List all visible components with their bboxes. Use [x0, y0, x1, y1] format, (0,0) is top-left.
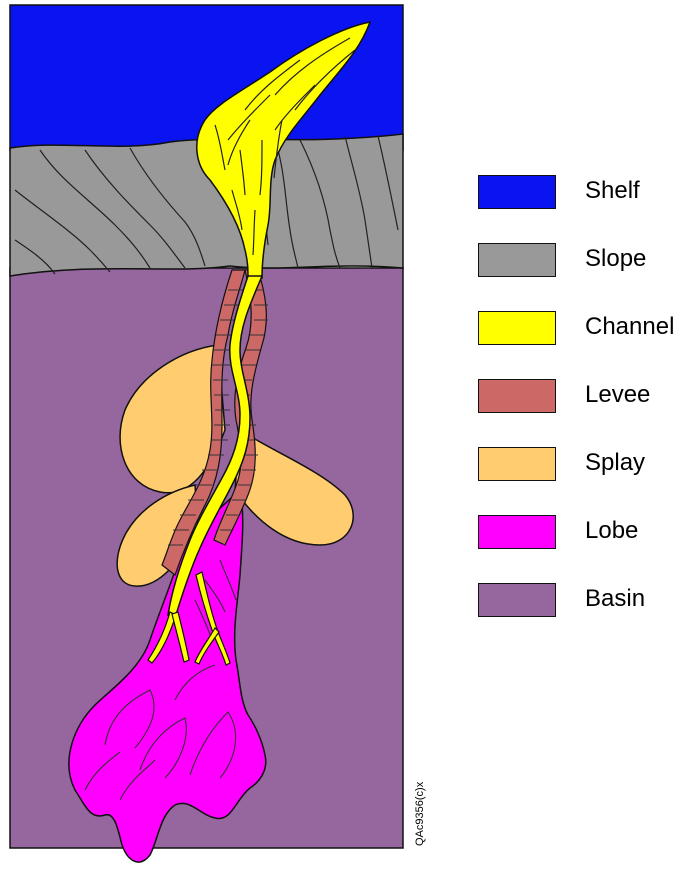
submarine-fan-diagram [0, 0, 420, 872]
legend-swatch-splay [478, 447, 556, 481]
legend-item-shelf: Shelf [478, 173, 693, 213]
legend-item-lobe: Lobe [478, 513, 693, 553]
legend-swatch-basin [478, 583, 556, 617]
legend-label-channel: Channel [585, 312, 674, 342]
legend-label-levee: Levee [585, 380, 650, 410]
legend-item-basin: Basin [478, 581, 693, 621]
legend-swatch-channel [478, 311, 556, 345]
legend-swatch-lobe [478, 515, 556, 549]
legend-label-basin: Basin [585, 584, 645, 614]
legend-label-slope: Slope [585, 244, 646, 274]
legend-label-splay: Splay [585, 448, 645, 478]
legend-swatch-slope [478, 243, 556, 277]
legend-item-splay: Splay [478, 445, 693, 485]
legend-item-levee: Levee [478, 377, 693, 417]
legend-item-slope: Slope [478, 241, 693, 281]
legend-swatch-levee [478, 379, 556, 413]
figure-code: QAc9356(c)x [414, 782, 426, 846]
legend-label-shelf: Shelf [585, 176, 640, 206]
legend-item-channel: Channel [478, 309, 693, 349]
legend-label-lobe: Lobe [585, 516, 638, 546]
legend-swatch-shelf [478, 175, 556, 209]
